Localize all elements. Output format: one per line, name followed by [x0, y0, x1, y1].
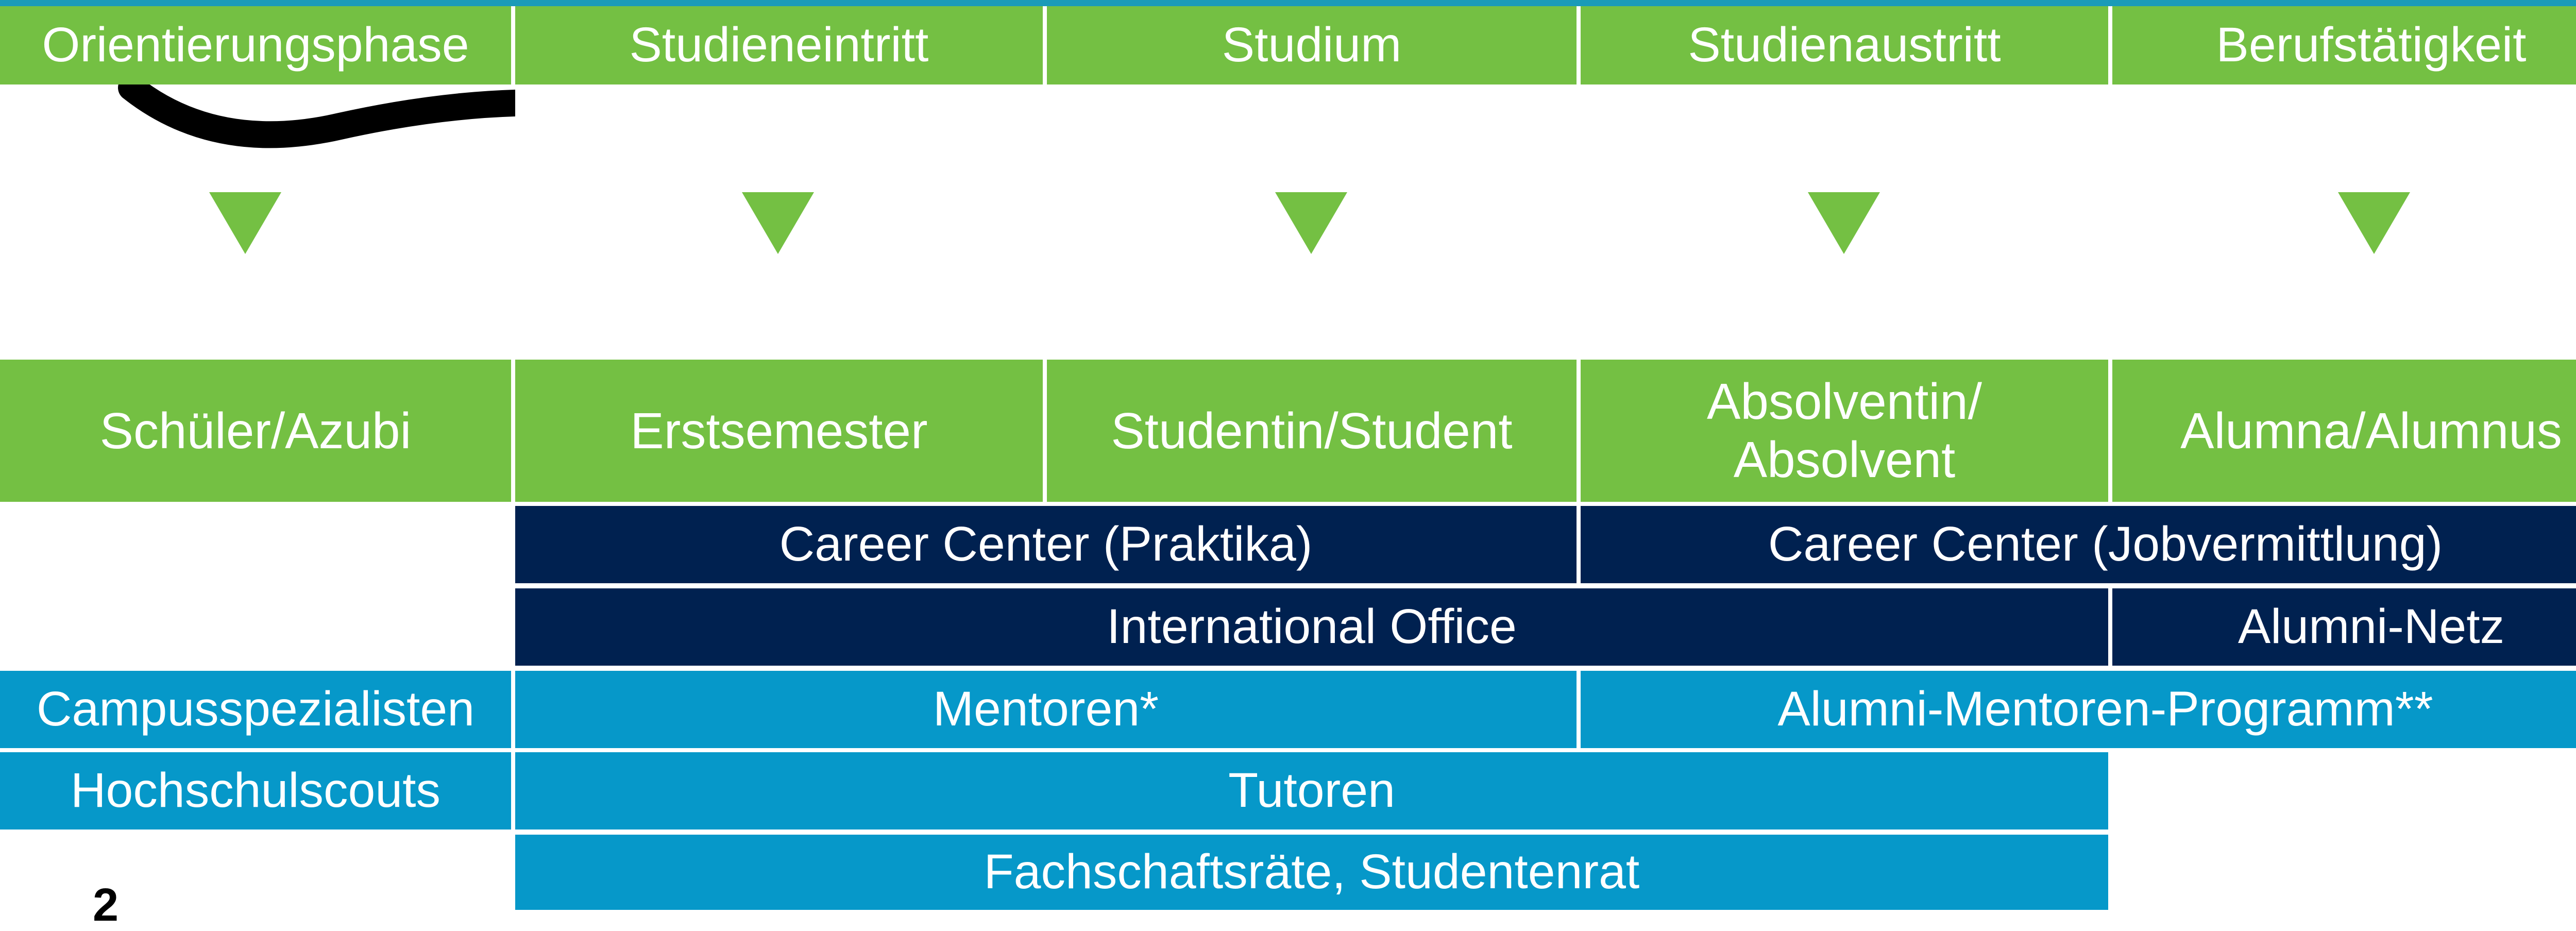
- corner-mark: 2: [93, 879, 119, 931]
- service-tutoren: Tutoren: [515, 752, 2108, 830]
- role-alumni: Alumna/Alumnus: [2112, 360, 2576, 502]
- service-fachschaftsraete: Fachschaftsräte, Studentenrat: [515, 835, 2108, 910]
- phase-berufstaetigkeit: Berufstätigkeit: [2112, 6, 2576, 84]
- down-arrow-icon: [1808, 192, 1880, 254]
- phase-orientierung: Orientierungsphase: [0, 6, 511, 84]
- service-international-office: International Office: [515, 588, 2108, 666]
- top-accent-line: [0, 0, 2576, 6]
- down-arrow-icon: [2338, 192, 2410, 254]
- down-arrow-icon: [742, 192, 814, 254]
- phase-studieneintritt: Studieneintritt: [515, 6, 1043, 84]
- service-career-center-praktika: Career Center (Praktika): [515, 506, 1577, 583]
- down-arrow-icon: [209, 192, 281, 254]
- role-absolvent-line1: Absolventin/: [1707, 373, 1982, 430]
- service-alumni-mentoren-programm: Alumni-Mentoren-Programm**: [1581, 671, 2576, 748]
- service-career-center-jobvermittlung: Career Center (Jobvermittlung): [1581, 506, 2576, 583]
- swoosh-decoration: [118, 74, 515, 148]
- service-mentoren: Mentoren*: [515, 671, 1577, 748]
- phase-studium: Studium: [1047, 6, 1577, 84]
- phase-studienaustritt: Studienaustritt: [1581, 6, 2108, 84]
- down-arrow-icon: [1275, 192, 1347, 254]
- service-campusspezialisten: Campusspezialisten: [0, 671, 511, 748]
- role-erstsemester: Erstsemester: [515, 360, 1043, 502]
- service-alumni-netz: Alumni-Netz: [2112, 588, 2576, 666]
- role-absolvent: Absolventin/ Absolvent: [1581, 360, 2108, 502]
- role-schueler: Schüler/Azubi: [0, 360, 511, 502]
- service-hochschulscouts: Hochschulscouts: [0, 752, 511, 830]
- role-student: Studentin/Student: [1047, 360, 1577, 502]
- role-absolvent-line2: Absolvent: [1733, 431, 1956, 488]
